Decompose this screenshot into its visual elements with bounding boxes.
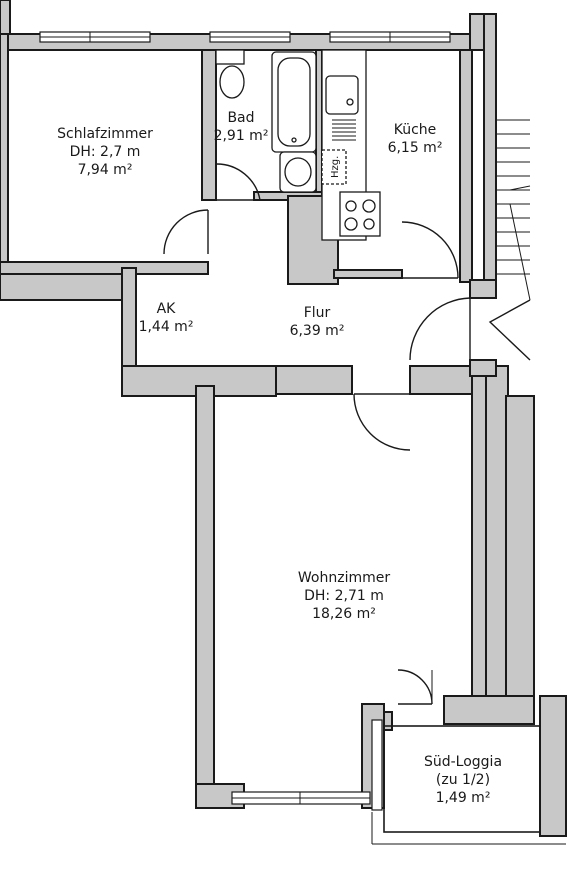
- room-area-ak: 1,44 m²: [139, 319, 194, 335]
- room-area-kueche: 6,15 m²: [388, 140, 443, 156]
- toilet-tank: [215, 49, 245, 65]
- room-name-flur: Flur: [304, 305, 331, 321]
- room-area-bad: 2,91 m²: [214, 128, 269, 144]
- staircase: [496, 119, 531, 301]
- room-height-wohnzimmer: DH: 2,71 m: [304, 588, 384, 604]
- room-name-kueche: Küche: [394, 122, 437, 138]
- room-height-schlafzimmer: DH: 2,7 m: [70, 144, 141, 160]
- walls: [0, 0, 567, 837]
- windows: [39, 31, 451, 811]
- kitchen-fixtures: Hzg.: [321, 49, 381, 241]
- room-area-schlafzimmer: 7,94 m²: [78, 162, 133, 178]
- room-name-schlafzimmer: Schlafzimmer: [57, 126, 153, 142]
- room-area-wohnzimmer: 18,26 m²: [312, 606, 376, 622]
- room-note-loggia: (zu 1/2): [436, 772, 490, 788]
- room-name-wohnzimmer: Wohnzimmer: [298, 570, 390, 586]
- heater: [321, 149, 347, 185]
- stove: [339, 191, 381, 237]
- room-name-bad: Bad: [227, 110, 254, 126]
- bathroom-fixtures: [215, 49, 317, 193]
- heater-label: Hzg.: [330, 156, 341, 178]
- room-area-flur: 6,39 m²: [290, 323, 345, 339]
- room-area-loggia: 1,49 m²: [436, 790, 491, 806]
- kitchen-sink: [325, 75, 359, 115]
- doors: [163, 163, 531, 705]
- room-labels: Schlafzimmer DH: 2,7 m 7,94 m² Bad 2,91 …: [57, 110, 502, 806]
- toilet-bowl: [219, 65, 245, 99]
- loggia-outline: [371, 725, 566, 845]
- room-name-loggia: Süd-Loggia: [424, 754, 502, 770]
- drainboard: [332, 119, 356, 141]
- room-name-ak: AK: [157, 301, 177, 317]
